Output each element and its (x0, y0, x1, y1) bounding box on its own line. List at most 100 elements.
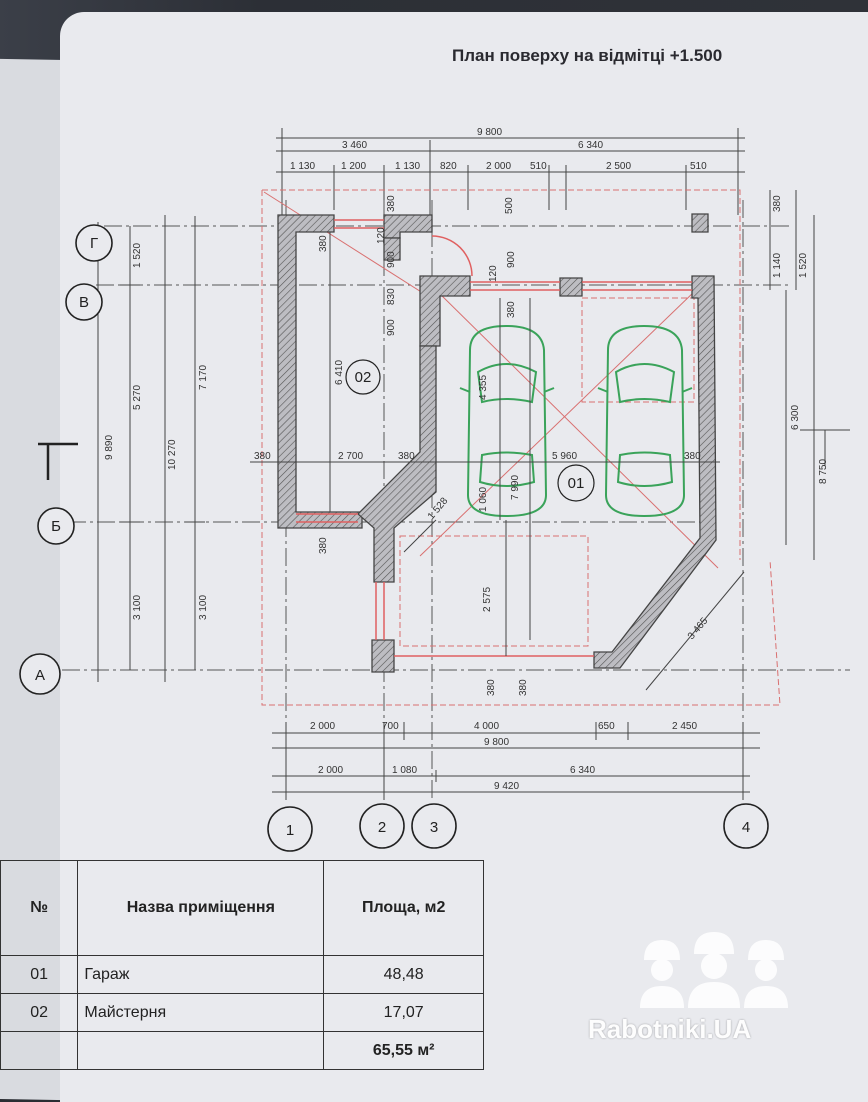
dim-bottom-1: 2 000 (310, 721, 335, 732)
axis-label-a: А (35, 667, 45, 684)
interior-dimension-lines (250, 232, 745, 691)
dim-bottom-total-2: 9 420 (494, 781, 519, 792)
dim-900-c: 900 (506, 251, 517, 268)
header-num: № (0, 859, 79, 957)
dim-right-1: 380 (772, 195, 783, 212)
dim-4355: 4 355 (478, 375, 489, 400)
dim-bottom-5: 2 450 (672, 721, 697, 732)
total-area: 65,55 м² (323, 1031, 484, 1070)
dim-900-b: 900 (386, 319, 397, 336)
dim-left-total-4: 3 100 (198, 595, 209, 620)
dim-left-total-1: 9 890 (104, 435, 115, 460)
dim-left-1: 1 520 (132, 243, 143, 268)
dim-top-left: 3 460 (342, 140, 367, 151)
section-mark-left (38, 442, 78, 480)
dim-top-8: 510 (690, 161, 707, 172)
axis-bubbles (19, 224, 769, 852)
header-name: Назва приміщення (77, 859, 325, 957)
dim-top-6: 510 (530, 161, 547, 172)
dim-top-7: 2 500 (606, 161, 631, 172)
dim-bottom-total-1: 9 800 (484, 737, 509, 748)
row-name: Майстерня (77, 993, 325, 1033)
row-num: 01 (0, 955, 79, 995)
dim-120-a: 120 (376, 227, 387, 244)
table-row: 02 Майстерня 17,07 (0, 993, 484, 1033)
roof-outline (261, 189, 781, 706)
room-markers (345, 359, 595, 502)
dim-left-total-3: 7 170 (198, 365, 209, 390)
watermark-workers-icon (640, 932, 788, 1008)
axis-label-b: Б (51, 518, 61, 535)
car-left (459, 324, 555, 518)
bottom-dimension-lines (272, 722, 760, 800)
grid-axes (62, 200, 850, 800)
right-dimension-lines (769, 190, 850, 560)
dim-bottom-row2-1: 2 000 (318, 765, 343, 776)
dim-top-2: 1 200 (341, 161, 366, 172)
axis-label-4: 4 (742, 819, 750, 836)
dim-right-total-2: 8 750 (818, 459, 829, 484)
dim-380-b: 380 (398, 451, 415, 462)
total-area-unit: м² (417, 1041, 435, 1059)
dim-380-f: 380 (506, 301, 517, 318)
axis-label-1: 1 (286, 822, 294, 839)
dim-top-3: 1 130 (395, 161, 420, 172)
dim-500: 500 (504, 197, 515, 214)
dim-830: 830 (386, 288, 397, 305)
header-area: Площа, м2 (323, 859, 484, 957)
dim-380-e: 380 (386, 195, 397, 212)
rooms-table: № Назва приміщення Площа, м2 01 Гараж 48… (0, 859, 484, 1070)
dim-right-3: 1 520 (798, 253, 809, 278)
dim-1528: 1 528 (426, 495, 451, 522)
dim-5960: 5 960 (552, 451, 577, 462)
dim-right-2: 1 140 (772, 253, 783, 278)
dim-bottom-3: 4 000 (474, 721, 499, 732)
dim-left-2: 5 270 (132, 385, 143, 410)
dim-bottom-row2-2: 1 080 (392, 765, 417, 776)
dim-top-right: 6 340 (578, 140, 603, 151)
row-area: 48,48 (323, 955, 484, 995)
dim-380-a: 380 (254, 451, 271, 462)
dim-top-total: 9 800 (477, 127, 502, 138)
diagonal-lines (263, 191, 719, 569)
axis-label-2: 2 (378, 819, 386, 836)
dim-2700: 2 700 (338, 451, 363, 462)
dim-top-1: 1 130 (290, 161, 315, 172)
row-name: Гараж (77, 955, 325, 995)
row-area: 17,07 (323, 993, 484, 1033)
dim-bottom-2: 700 (382, 721, 399, 732)
dim-bottom-row2-3: 6 340 (570, 765, 595, 776)
plan-title: План поверху на відмітці +1.500 (452, 46, 723, 65)
axis-label-g: Г (90, 235, 98, 252)
dim-left-3: 3 100 (132, 595, 143, 620)
dim-380-i: 380 (518, 679, 529, 696)
dim-7990: 7 990 (510, 475, 521, 500)
top-dimension-lines (276, 128, 745, 215)
dim-380-d: 380 (318, 235, 329, 252)
table-header-row: № Назва приміщення Площа, м2 (0, 859, 484, 957)
watermark-text: Rabotniki.UA (588, 1014, 752, 1044)
dim-2575: 2 575 (482, 587, 493, 612)
axis-label-3: 3 (430, 819, 438, 836)
room-label-01: 01 (568, 475, 585, 492)
dim-1060: 1 060 (478, 487, 489, 512)
total-area-value: 65,55 (372, 1041, 413, 1059)
openings (296, 219, 692, 657)
room-label-02: 02 (355, 369, 372, 386)
table-row: 01 Гараж 48,48 (0, 955, 484, 995)
walls (277, 213, 717, 673)
dim-top-4: 820 (440, 161, 457, 172)
left-dimension-lines (97, 215, 205, 682)
dim-bottom-4: 650 (598, 721, 615, 732)
dim-top-5: 2 000 (486, 161, 511, 172)
table-total-row: 65,55 м² (0, 1031, 484, 1070)
dim-right-total-1: 6 300 (790, 405, 801, 430)
dim-6410: 6 410 (334, 360, 345, 385)
dim-380-h: 380 (486, 679, 497, 696)
row-num: 02 (0, 993, 79, 1033)
dim-left-total-2: 10 270 (167, 439, 178, 470)
axis-label-v: В (79, 294, 89, 311)
dim-120-b: 120 (488, 265, 499, 282)
dim-900-a: 900 (386, 251, 397, 268)
